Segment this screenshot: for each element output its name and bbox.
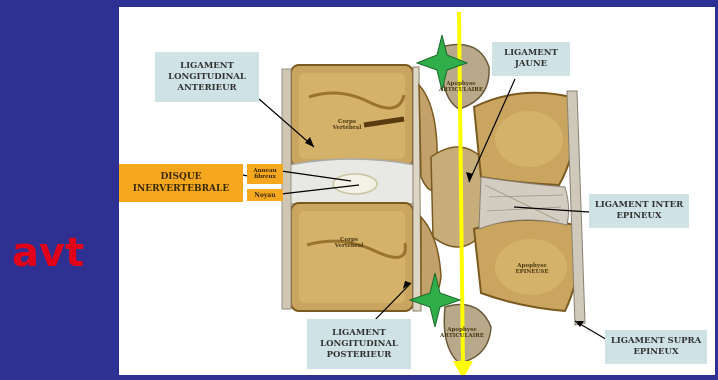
- label-corps-vertebral-bottom: Corps Vertébral: [325, 237, 373, 249]
- box-ligament-jaune: LIGAMENT JAUNE: [492, 42, 570, 76]
- label-corps-vertebral-top: Corps Vertébral: [323, 119, 371, 131]
- box-anneau-fibreux: Anneau fibreux: [247, 164, 283, 184]
- vertebral-body-bottom: [291, 203, 413, 311]
- box-ligament-supra-epineux: LIGAMENT SUPRA EPINEUX: [605, 330, 707, 364]
- box-ligament-longitudinal-anterieur: LIGAMENT LONGITUDINAL ANTERIEUR: [155, 52, 259, 102]
- spine-diagram: Corps Vertébral Corps Vertébral Apophyse…: [119, 7, 715, 375]
- anterior-label: avt: [12, 233, 84, 273]
- spinous-process-top: [474, 93, 574, 185]
- box-disque-intervertebral: DISQUE INERVERTEBRALE: [119, 164, 243, 202]
- box-noyau: Noyau: [247, 189, 283, 201]
- articular-process-top: [441, 45, 489, 110]
- label-apophyse-articulaire-top: Apophyse ARTICULAIRE: [437, 81, 485, 93]
- vertebral-body-top: [291, 65, 413, 167]
- label-apophyse-articulaire-bottom: Apophyse ARTICULAIRE: [437, 327, 487, 339]
- anterior-ligament-band: [282, 69, 291, 309]
- box-ligament-longitudinal-posterieur: LIGAMENT LONGITUDINAL POSTERIEUR: [307, 319, 411, 369]
- box-ligament-inter-epineux: LIGAMENT INTER EPINEUX: [589, 194, 689, 228]
- label-apophyse-epineuse: Apophyse EPINEUSE: [507, 263, 557, 275]
